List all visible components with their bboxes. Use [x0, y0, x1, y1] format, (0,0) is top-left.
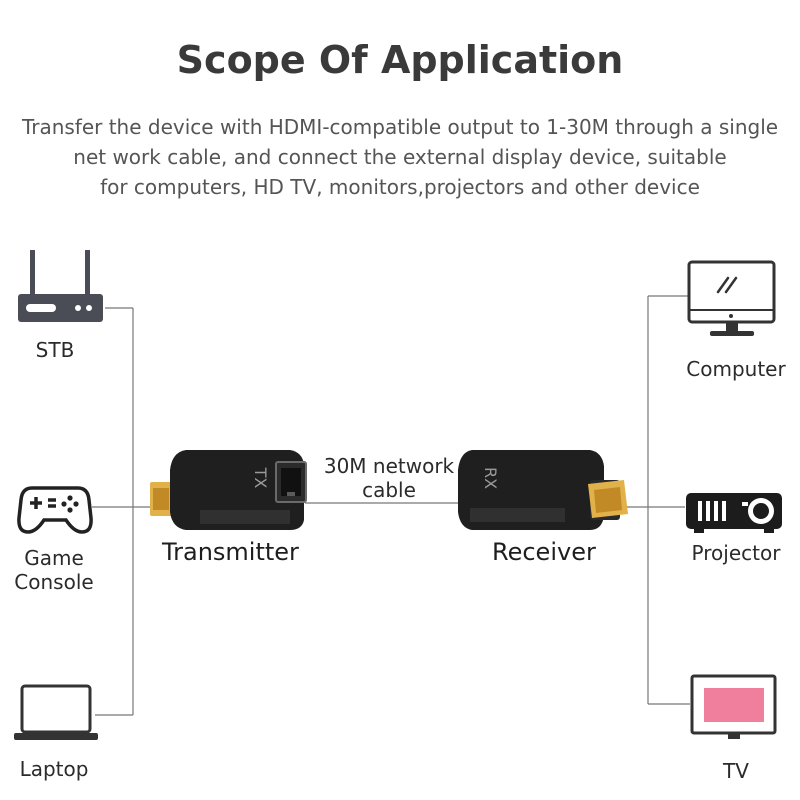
laptop-icon [14, 684, 98, 740]
tv-label: TV [723, 759, 749, 783]
game-controller-icon [17, 486, 93, 534]
cable-label-line2: cable [362, 478, 416, 502]
projector-label: Projector [691, 541, 781, 565]
display-connector-lines [622, 295, 690, 705]
game-console-label-line1: Game [24, 546, 84, 570]
transmitter-marking: TX [251, 467, 270, 489]
projector-icon [686, 493, 782, 533]
game-console-label-line2: Console [14, 570, 94, 594]
game-controller-buttons [61, 495, 79, 513]
receiver-device [458, 450, 628, 530]
tv-icon [690, 674, 777, 739]
transmitter-device [150, 450, 307, 530]
computer-label: Computer [686, 357, 786, 381]
description-line-3: for computers, HD TV, monitors,projector… [100, 175, 700, 199]
laptop-label: Laptop [19, 757, 89, 781]
transmitter-label: Transmitter [162, 538, 299, 566]
source-connector-lines [92, 307, 160, 716]
receiver-marking: RX [481, 467, 500, 489]
computer-monitor-icon [687, 260, 776, 336]
receiver-label: Receiver [492, 538, 596, 566]
stb-router-icon [18, 250, 103, 322]
description-line-1: Transfer the device with HDMI-compatible… [21, 115, 779, 139]
description-line-2: net work cable, and connect the external… [73, 145, 727, 169]
cable-label-line1: 30M network [323, 454, 455, 478]
stb-label: STB [35, 338, 75, 362]
page-title: Scope Of Application [176, 38, 624, 82]
description: Transfer the device with HDMI-compatible… [0, 112, 800, 202]
